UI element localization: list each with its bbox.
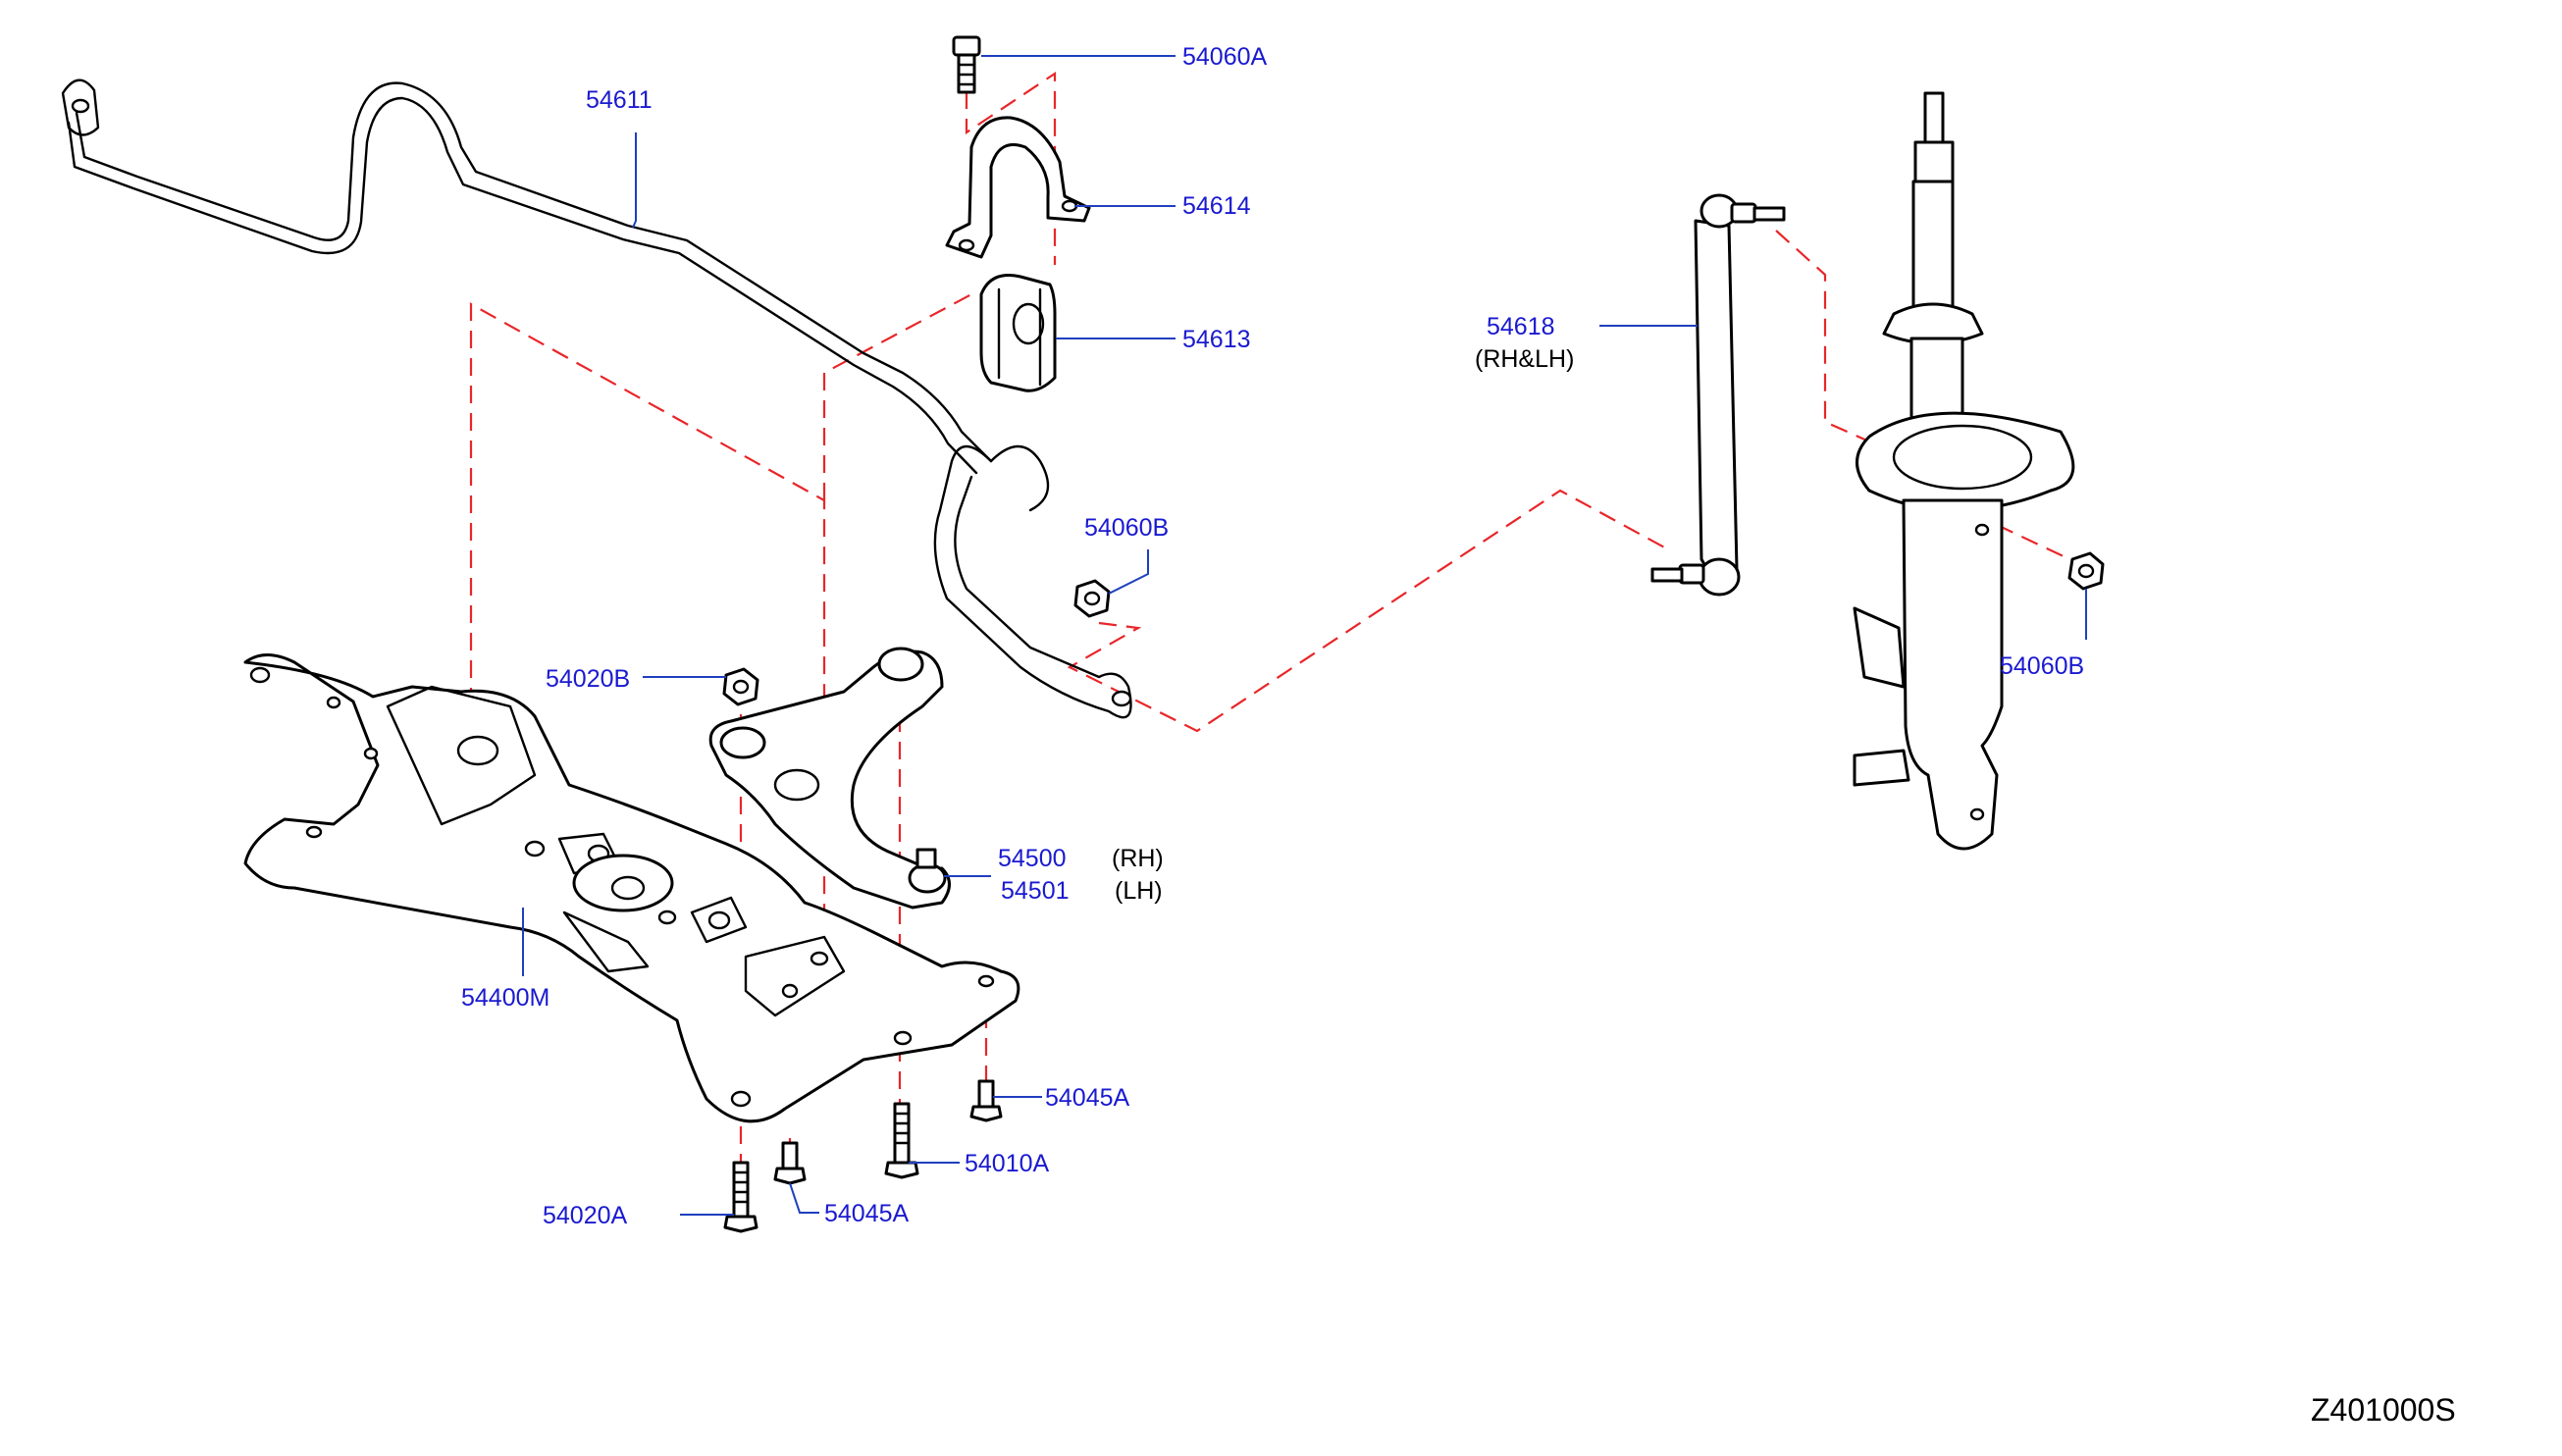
bolt-54045a-left: [773, 1141, 807, 1185]
label-54020a: 54020A: [543, 1202, 628, 1229]
subframe-54400m: [243, 653, 1020, 1123]
guide-bar-bushing: [822, 293, 972, 500]
part-labels: 54611 54060A 54614 54613 54618 (RH&LH) 5…: [461, 43, 2456, 1428]
bolt-54060a: [952, 35, 981, 94]
guide-nut-bar: [1067, 489, 1669, 733]
label-54020b: 54020B: [546, 665, 630, 693]
label-54060b-strut: 54060B: [2000, 652, 2084, 680]
label-54400m: 54400M: [461, 984, 549, 1012]
label-54500-note: (RH): [1112, 845, 1164, 872]
bar-end-eye-left: [71, 98, 90, 114]
label-54045a-left: 54045A: [824, 1200, 910, 1227]
label-54611: 54611: [586, 86, 653, 114]
guide-strut-nut: [1996, 524, 2066, 558]
label-54060b-mid: 54060B: [1084, 514, 1169, 542]
label-54060a: 54060A: [1182, 43, 1268, 71]
nut-54060b-strut: [2067, 551, 2105, 591]
label-54618: 54618: [1487, 313, 1555, 340]
bolt-54020a: [723, 1161, 758, 1233]
leader-54060b-mid: [1108, 549, 1149, 595]
nut-54060b-mid: [1073, 579, 1111, 618]
bracket-54614: [945, 116, 1091, 259]
bushing-54613: [979, 274, 1057, 392]
leader-54611: [632, 132, 637, 229]
bolt-54045a-right: [969, 1079, 1003, 1122]
label-54613: 54613: [1182, 326, 1251, 353]
label-54501: 54501: [1001, 877, 1070, 905]
bar-end-eye-right: [1111, 690, 1132, 707]
label-54045a-right: 54045A: [1045, 1084, 1130, 1112]
strut: [1853, 91, 2075, 851]
diagram-code: Z401000S: [2311, 1392, 2456, 1428]
nut-54020b: [722, 667, 759, 706]
leader-54045a-left: [789, 1182, 819, 1214]
guide-link-strut: [1775, 230, 1870, 443]
stabilizer-bar: [61, 78, 1132, 719]
label-54501-note: (LH): [1115, 877, 1163, 905]
link-54618: [1650, 193, 1786, 597]
bolt-54010a: [884, 1102, 919, 1179]
label-54614: 54614: [1182, 192, 1251, 220]
lower-arm: [708, 647, 951, 910]
guide-bolt-bracket: [965, 64, 1057, 265]
label-54500: 54500: [998, 845, 1067, 872]
label-54010a: 54010A: [965, 1150, 1050, 1177]
label-54618-note: (RH&LH): [1475, 345, 1574, 373]
leader-lines: [522, 55, 2087, 1216]
